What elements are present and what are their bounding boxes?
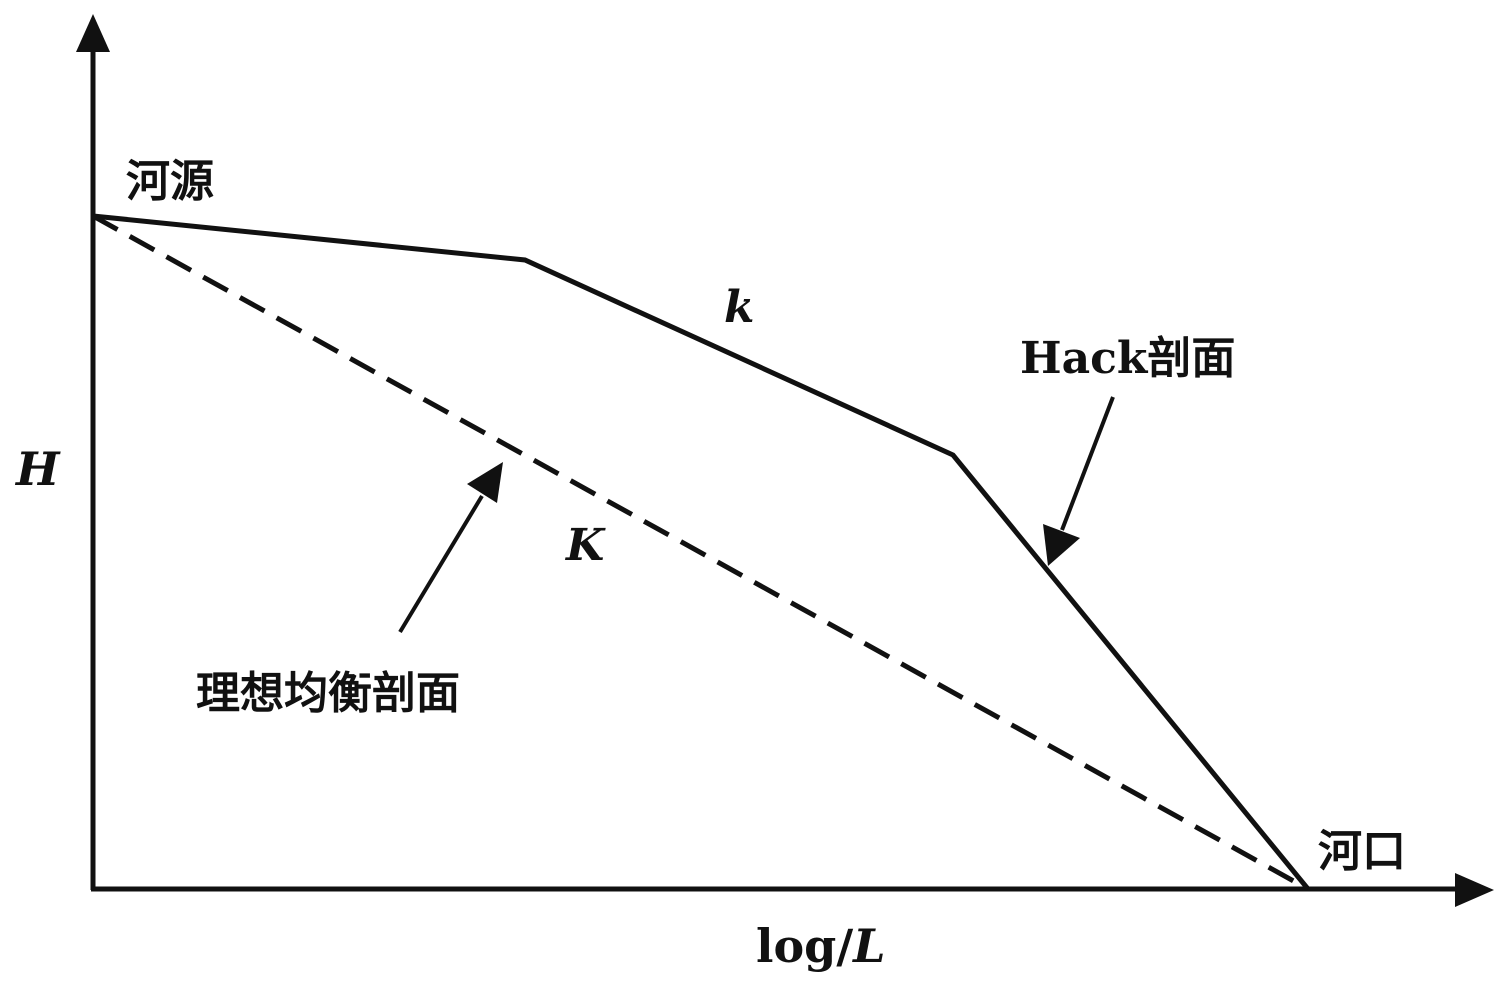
- x-axis-label: log/L: [756, 919, 885, 973]
- ideal-pointer-arrow-shaft: [398, 494, 484, 634]
- hack-profile-label: Hack剖面: [1020, 333, 1235, 384]
- x-axis-label-var: L: [851, 919, 885, 973]
- x-axis-label-prefix: log/: [756, 919, 853, 973]
- hack-pointer-arrow-shaft: [1060, 396, 1115, 531]
- hack-profile-line: [92, 213, 1310, 891]
- ideal-slope-label: K: [564, 520, 606, 571]
- ideal-profile-line: [91, 213, 1310, 892]
- source-label: 河源: [126, 156, 214, 207]
- ideal-pointer-arrowhead: [467, 462, 503, 503]
- hack-slope-label: k: [724, 282, 755, 333]
- y-axis-arrowhead: [76, 14, 110, 52]
- mouth-label: 河口: [1318, 826, 1406, 877]
- hack-pointer-arrowhead: [1043, 524, 1080, 566]
- y-axis-label: H: [14, 442, 61, 496]
- ideal-profile-label: 理想均衡剖面: [196, 668, 460, 719]
- x-axis-arrowhead: [1455, 873, 1494, 907]
